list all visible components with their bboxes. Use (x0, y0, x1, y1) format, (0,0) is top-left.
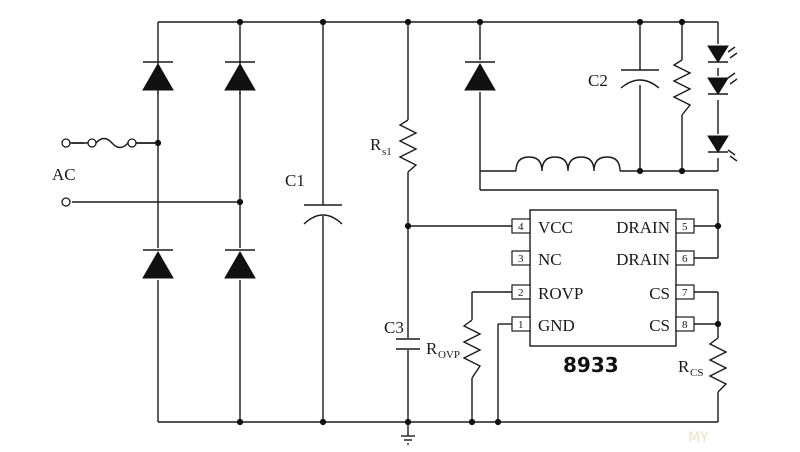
pin-name: CS (649, 284, 670, 303)
pin-number: 3 (518, 253, 524, 265)
pin-number: 1 (518, 319, 524, 331)
c1-label: C1 (285, 171, 305, 190)
diode-icon (462, 60, 498, 92)
pin-number: 6 (682, 253, 688, 265)
inductor-icon (515, 156, 621, 172)
pin-name: NC (538, 250, 562, 269)
pin-number: 4 (518, 221, 524, 233)
pin-name: CS (649, 316, 670, 335)
pin-number: 7 (682, 287, 688, 299)
pin-name: VCC (538, 218, 573, 237)
fuse-icon (70, 136, 158, 150)
resistor-icon (672, 59, 692, 116)
ac-label: AC (52, 165, 76, 184)
ic-part-number: 8933 (563, 353, 619, 377)
resistor-rovp: R OVP (426, 319, 482, 379)
diode-icon (222, 60, 258, 94)
pin-name: GND (538, 316, 575, 335)
led-icon (706, 44, 738, 68)
bridge-rectifier (140, 60, 258, 280)
watermark: MY (688, 430, 709, 446)
rs1-subscript: s1 (382, 146, 392, 158)
junction-dots (154, 18, 722, 426)
diode-icon (140, 248, 176, 280)
diode-icon (222, 248, 258, 280)
rcs-label: R (678, 357, 690, 376)
ic-8933: 4 3 2 1 5 6 7 8 VCC NC ROVP GND DRAIN DR… (511, 209, 695, 377)
rcs-subscript: CS (690, 367, 703, 379)
pin-name: DRAIN (616, 250, 670, 269)
pin-name: ROVP (538, 284, 583, 303)
rovp-subscript: OVP (438, 349, 460, 361)
led-icon (706, 72, 738, 100)
ac-input: AC (52, 136, 158, 207)
pin-number: 8 (682, 319, 688, 331)
rovp-label: R (426, 339, 438, 358)
rs1-label: R (370, 135, 382, 154)
ground-icon (401, 435, 415, 445)
pin-number: 2 (518, 287, 524, 299)
diode-icon (140, 60, 176, 94)
resistor-rs1: R s1 (370, 119, 418, 173)
capacitor-c1: C1 (285, 171, 343, 225)
capacitor-c2: C2 (588, 69, 660, 90)
pin-number: 5 (682, 221, 688, 233)
c3-label: C3 (384, 318, 404, 337)
pin-name: DRAIN (616, 218, 670, 237)
led-string (706, 44, 738, 162)
capacitor-c3: C3 (384, 318, 420, 350)
led-icon (706, 134, 738, 162)
c2-label: C2 (588, 71, 608, 90)
resistor-rcs: R CS (678, 337, 728, 393)
